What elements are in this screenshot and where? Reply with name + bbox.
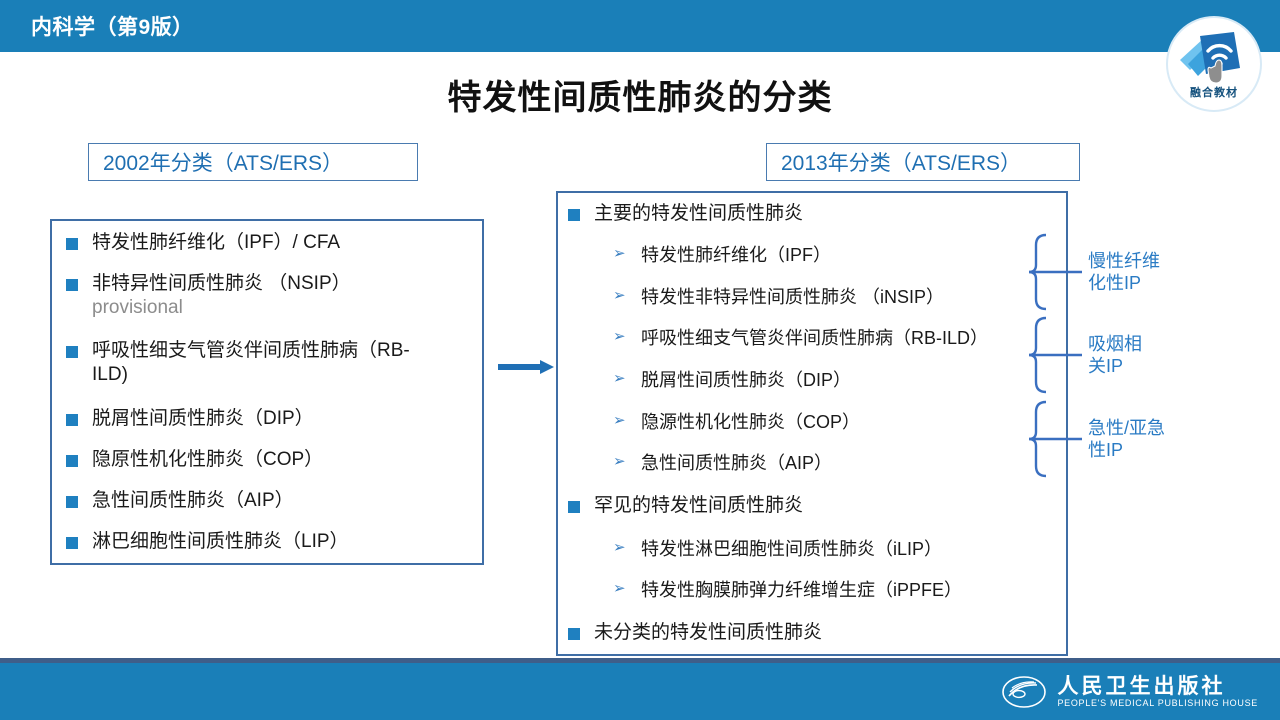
arrow-bullet-icon: ➢ (613, 370, 626, 387)
list-item-label: 特发性肺纤维化（IPF） (641, 245, 832, 265)
list-item: 呼吸性细支气管炎伴间质性肺病（RB- ILD) (66, 339, 410, 388)
annotation-label: 急性/亚急 性IP (1088, 417, 1166, 461)
book-title: 内科学（第9版） (31, 16, 194, 39)
arrow-bullet-icon: ➢ (613, 287, 626, 304)
right-arrow-icon (498, 360, 554, 374)
square-bullet-icon (568, 501, 580, 513)
list-item: 未分类的特发性间质性肺炎 (568, 621, 822, 645)
annotation-label: 慢性纤维 化性IP (1088, 250, 1160, 294)
list-item-label: 急性间质性肺炎（AIP） (641, 453, 833, 473)
list-item: 罕见的特发性间质性肺炎 (568, 494, 803, 518)
annotation-label: 吸烟相 关IP (1088, 333, 1142, 377)
square-bullet-icon (66, 496, 78, 508)
list-item: 特发性肺纤维化（IPF）/ CFA (66, 231, 340, 255)
panel-2013-classification (556, 191, 1068, 656)
curly-bracket-icon (1028, 400, 1082, 478)
chip-2002-label: 2002年分类（ATS/ERS） (103, 152, 344, 175)
square-bullet-icon (568, 209, 580, 221)
square-bullet-icon (66, 346, 78, 358)
header-band (0, 0, 1280, 52)
list-item: ➢ 脱屑性间质性肺炎（DIP） (613, 369, 851, 392)
list-item-label: 特发性胸膜肺弹力纤维增生症（iPPFE） (641, 580, 963, 600)
list-item-label: 呼吸性细支气管炎伴间质性肺病（RB- ILD) (92, 340, 410, 386)
publisher-name-cn: 人民卫生出版社 (1057, 674, 1226, 698)
square-bullet-icon (66, 238, 78, 250)
group-heading-label: 未分类的特发性间质性肺炎 (594, 622, 823, 643)
publisher-names: 人民卫生出版社 PEOPLE'S MEDICAL PUBLISHING HOUS… (1057, 674, 1258, 709)
list-item: 急性间质性肺炎（AIP） (66, 489, 294, 513)
list-item: ➢ 呼吸性细支气管炎伴间质性肺病（RB-ILD） (613, 327, 988, 350)
header-band-divider (0, 52, 1280, 56)
publisher-mark-icon (1002, 676, 1047, 708)
arrow-bullet-icon: ➢ (613, 328, 626, 345)
list-item: ➢ 特发性淋巴细胞性间质性肺炎（iLIP） (613, 538, 942, 561)
list-item-label: 脱屑性间质性肺炎（DIP） (641, 370, 852, 390)
list-item-note: provisional (92, 297, 183, 319)
arrow-bullet-icon: ➢ (613, 412, 626, 429)
list-item-label: 特发性淋巴细胞性间质性肺炎（iLIP） (641, 539, 943, 559)
arrow-bullet-icon: ➢ (613, 580, 626, 597)
list-item: 隐原性机化性肺炎（COP） (66, 448, 323, 472)
group-heading-label: 主要的特发性间质性肺炎 (594, 203, 804, 224)
chip-2002-classification: 2002年分类（ATS/ERS） (88, 143, 418, 181)
square-bullet-icon (66, 455, 78, 467)
badge-caption: 融合教材 (1190, 87, 1238, 99)
curly-bracket-icon (1028, 316, 1082, 394)
curly-bracket-icon (1028, 233, 1082, 311)
list-item-label: 非特异性间质性肺炎 （NSIP） provisional (92, 272, 351, 321)
list-item: 脱屑性间质性肺炎（DIP） (66, 407, 314, 431)
publisher-logo: 人民卫生出版社 PEOPLE'S MEDICAL PUBLISHING HOUS… (1001, 672, 1258, 712)
list-item-label: 特发性肺纤维化（IPF）/ CFA (92, 232, 341, 253)
chip-2013-classification: 2013年分类（ATS/ERS） (766, 143, 1080, 181)
integrated-textbook-badge: 融合教材 (1166, 16, 1262, 112)
publisher-name-en: PEOPLE'S MEDICAL PUBLISHING HOUSE (1057, 697, 1258, 708)
chip-2013-label: 2013年分类（ATS/ERS） (781, 152, 1022, 175)
list-item-label: 隐源性机化性肺炎（COP） (641, 412, 861, 432)
annotation-smoking-related: 吸烟相 关IP (1028, 316, 1142, 394)
list-item: ➢ 特发性非特异性间质性肺炎 （iNSIP） (613, 286, 944, 309)
list-item: ➢ 急性间质性肺炎（AIP） (613, 452, 832, 475)
square-bullet-icon (66, 279, 78, 291)
arrow-bullet-icon: ➢ (613, 453, 626, 470)
wifi-touch-books-icon (1180, 32, 1240, 84)
list-item-label: 呼吸性细支气管炎伴间质性肺病（RB-ILD） (641, 328, 989, 348)
annotation-chronic-fibrosing: 慢性纤维 化性IP (1028, 233, 1160, 311)
group-heading-label: 罕见的特发性间质性肺炎 (594, 495, 804, 516)
list-item-label: 脱屑性间质性肺炎（DIP） (92, 408, 314, 429)
panel-2002-classification (50, 219, 484, 565)
list-item: 主要的特发性间质性肺炎 (568, 202, 803, 226)
list-item: ➢ 特发性胸膜肺弹力纤维增生症（iPPFE） (613, 579, 962, 602)
list-item-label: 特发性非特异性间质性肺炎 （iNSIP） (641, 287, 945, 307)
list-item: 淋巴细胞性间质性肺炎（LIP） (66, 530, 349, 554)
list-item: 非特异性间质性肺炎 （NSIP） provisional (66, 272, 351, 321)
annotation-acute-subacute: 急性/亚急 性IP (1028, 400, 1165, 478)
page-title: 特发性间质性肺炎的分类 (447, 79, 833, 117)
list-item: ➢ 特发性肺纤维化（IPF） (613, 244, 831, 267)
list-item-label: 隐原性机化性肺炎（COP） (92, 449, 324, 470)
footer-band (0, 663, 1280, 720)
footer-divider (0, 658, 1280, 663)
arrow-bullet-icon: ➢ (613, 245, 626, 262)
square-bullet-icon (66, 414, 78, 426)
list-item-label: 急性间质性肺炎（AIP） (92, 490, 294, 511)
list-item: ➢ 隐源性机化性肺炎（COP） (613, 411, 860, 434)
square-bullet-icon (568, 628, 580, 640)
arrow-bullet-icon: ➢ (613, 539, 626, 556)
square-bullet-icon (66, 537, 78, 549)
list-item-label: 淋巴细胞性间质性肺炎（LIP） (92, 531, 349, 552)
list-item-main: 非特异性间质性肺炎 （NSIP） (92, 273, 351, 294)
